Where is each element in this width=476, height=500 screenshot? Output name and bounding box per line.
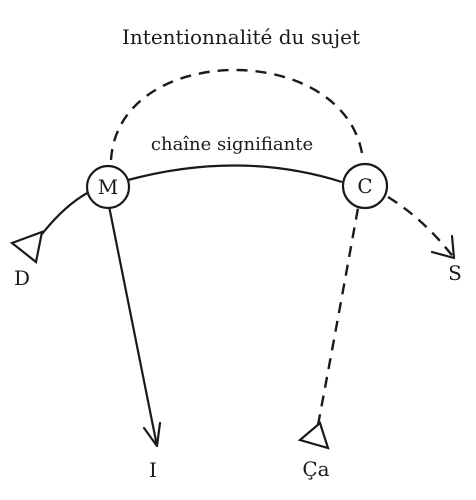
signifying-chain-label: chaîne signifiante — [151, 134, 313, 155]
ca-triangle-marker — [297, 421, 330, 450]
d-triangle-marker — [9, 230, 44, 264]
node-m-circle — [85, 164, 131, 210]
ca-to-c-line — [316, 207, 360, 426]
endpoint-s-label: S — [448, 261, 462, 285]
d-to-m-line — [41, 191, 90, 235]
m-to-i-line — [107, 205, 159, 447]
node-c-label: C — [357, 174, 372, 198]
endpoint-d-label: D — [14, 266, 30, 290]
intentionality-arc — [109, 68, 365, 161]
c-to-s-line — [387, 195, 455, 259]
intentionality-label: Intentionnalité du sujet — [122, 25, 360, 49]
node-m-label: M — [98, 175, 118, 199]
i-arrowhead — [142, 421, 162, 448]
endpoint-ca-label: Ça — [302, 457, 329, 481]
endpoint-i-label: I — [149, 458, 157, 482]
signifying-chain-line — [127, 164, 343, 184]
node-c-circle — [341, 162, 389, 210]
s-arrowhead — [430, 234, 456, 260]
